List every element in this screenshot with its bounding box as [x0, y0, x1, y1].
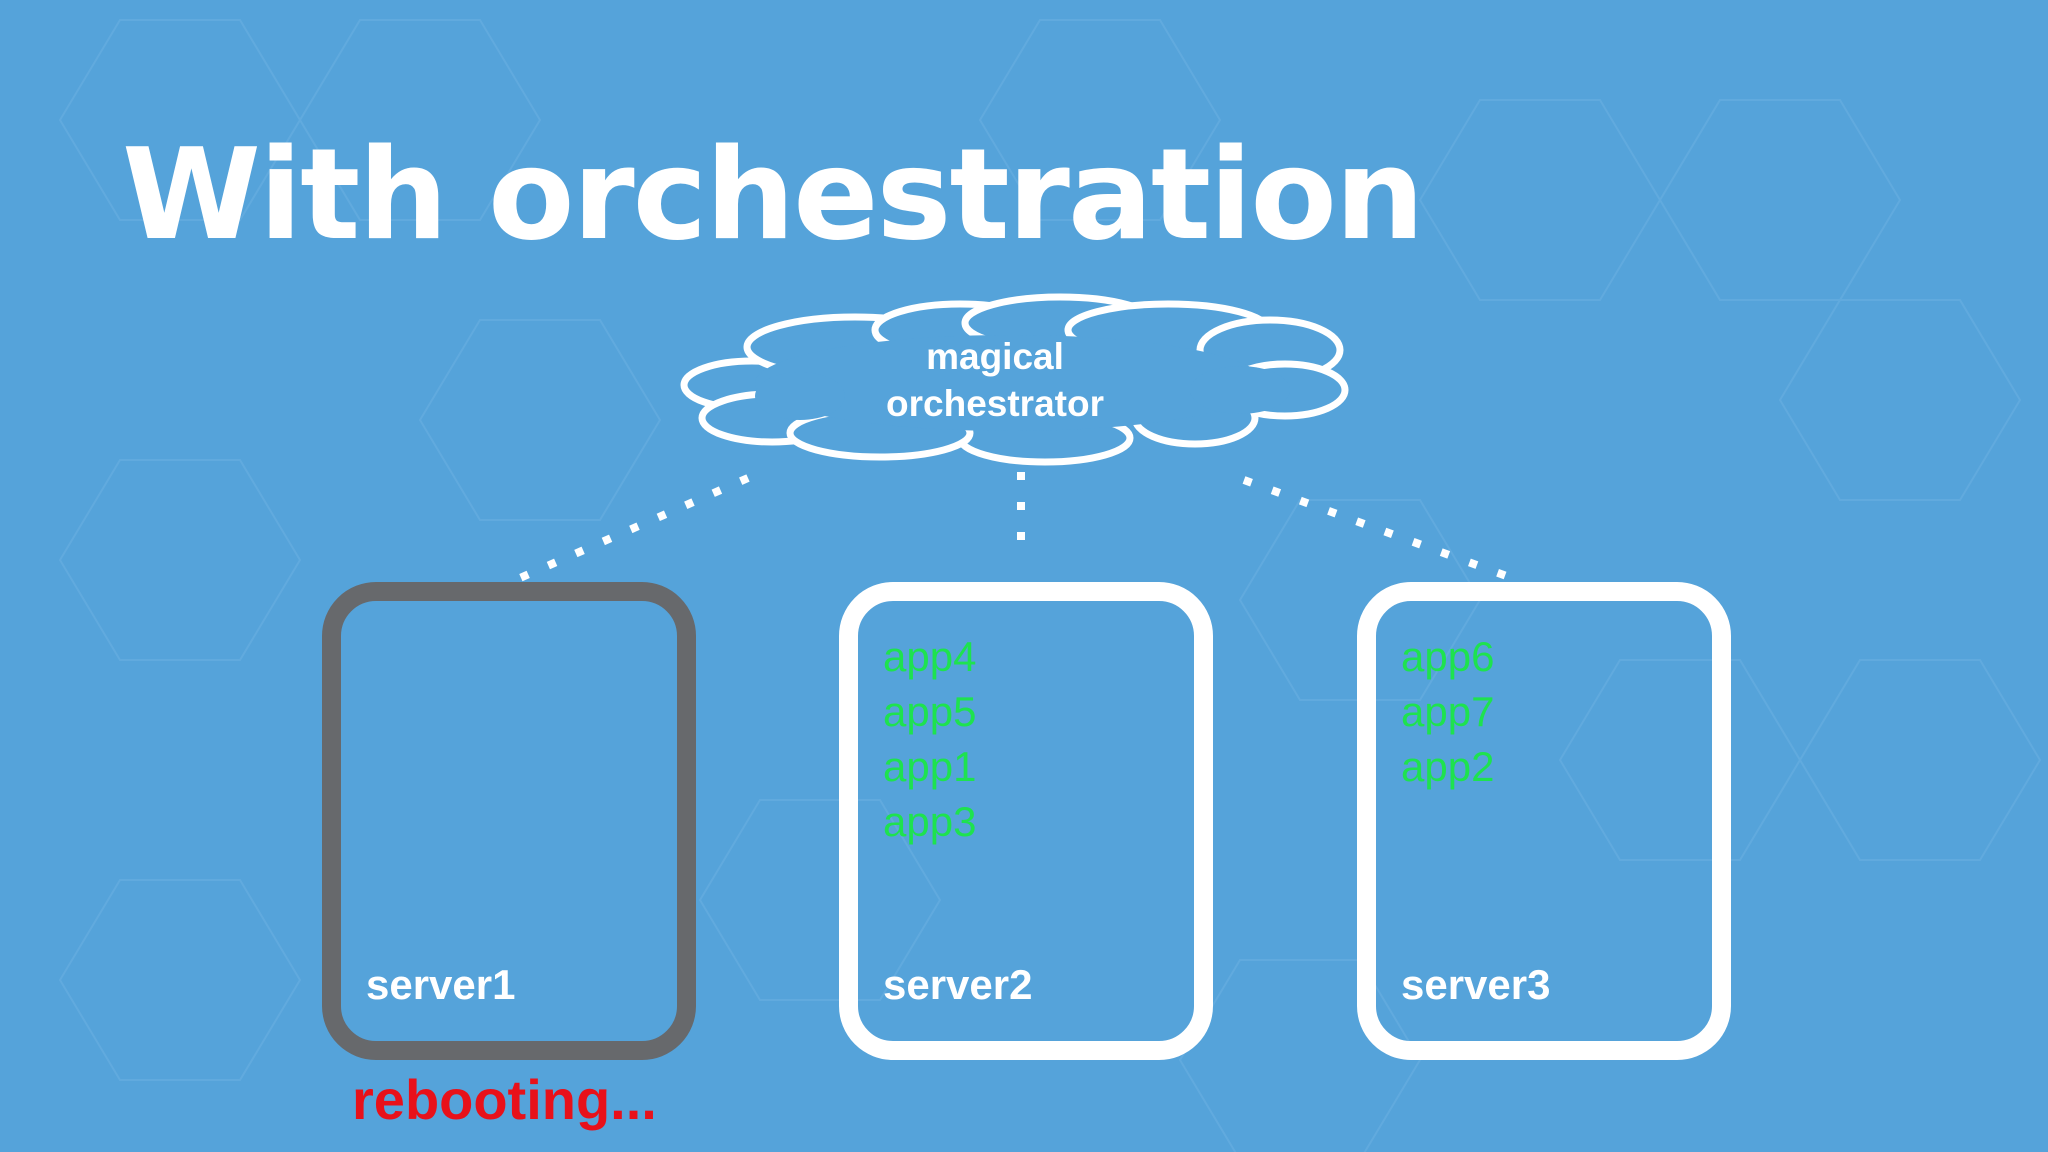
slide-title: With orchestration — [122, 121, 1425, 268]
connector-server1 — [518, 474, 750, 582]
app-item: app3 — [883, 798, 977, 845]
server1-box: server1 — [322, 582, 696, 1060]
server3-box: app6 app7 app2 server3 — [1357, 582, 1731, 1060]
app-item: app2 — [1401, 743, 1495, 790]
server3-name: server3 — [1401, 961, 1551, 1008]
server2-app-list: app4 app5 app1 app3 — [883, 629, 976, 849]
server2-box: app4 app5 app1 app3 server2 — [839, 582, 1213, 1060]
app-item: app5 — [883, 688, 977, 735]
server1-status-label: rebooting... — [352, 1068, 657, 1131]
orchestrator-label-line1: magical — [926, 336, 1064, 377]
app-item: app6 — [1401, 633, 1495, 680]
server1-name: server1 — [366, 961, 516, 1008]
app-item: app1 — [883, 743, 977, 790]
app-item: app7 — [1401, 688, 1495, 735]
server2-name: server2 — [883, 961, 1033, 1008]
app-item: app4 — [883, 633, 977, 680]
orchestrator-label: magical orchestrator — [845, 333, 1145, 427]
server3-app-list: app6 app7 app2 — [1401, 629, 1494, 794]
orchestrator-label-line2: orchestrator — [886, 383, 1104, 424]
